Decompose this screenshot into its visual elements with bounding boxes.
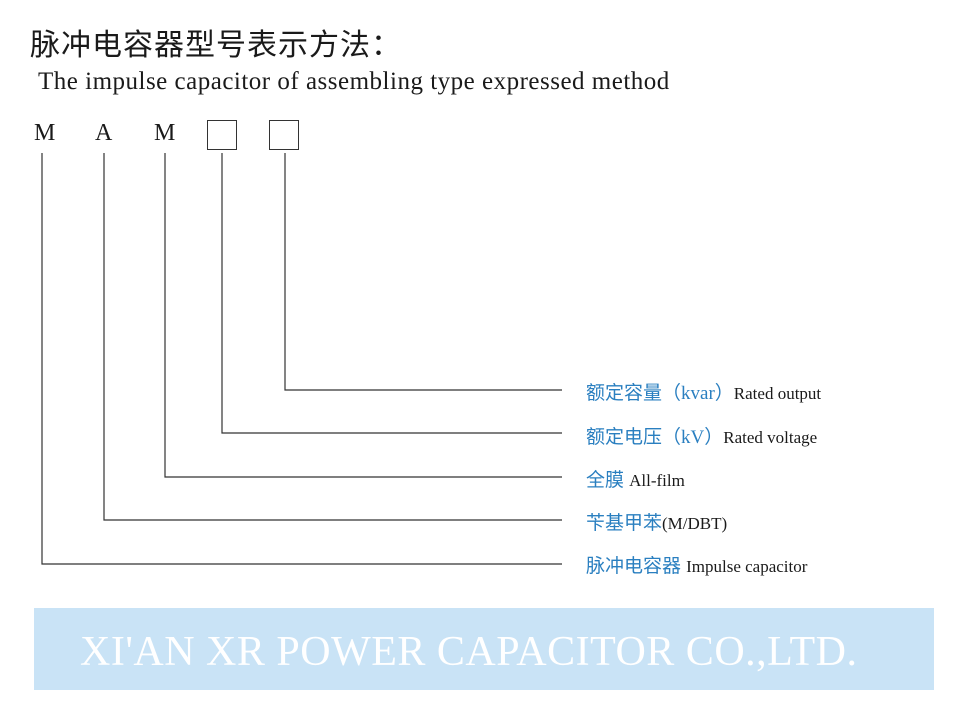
connector-impulse — [41, 153, 562, 565]
label-en: Rated voltage — [723, 428, 818, 447]
label-en: Rated output — [733, 384, 822, 403]
label-cn-close: ） — [704, 426, 724, 448]
code-letter-m-impulse: M — [34, 120, 56, 146]
code-box-voltage — [207, 120, 237, 150]
code-box-output — [269, 120, 299, 150]
label-en: Impulse capacitor — [686, 557, 808, 576]
connector-film — [164, 153, 562, 478]
company-banner — [34, 608, 934, 690]
code-letter-a-benzyl: A — [95, 120, 113, 146]
label-rated-output: 额定容量（kvar）Rated output — [586, 378, 821, 405]
label-cn: 苄基甲苯 — [586, 512, 663, 534]
title-english: The impulse capacitor of assembling type… — [38, 68, 670, 95]
company-name: XI'AN XR POWER CAPACITOR CO.,LTD. — [80, 629, 858, 675]
label-cn: 额定电压（ — [586, 426, 682, 448]
label-cn: 脉冲电容器 — [586, 555, 682, 577]
label-cn: 额定容量（ — [586, 382, 682, 404]
label-cn: 全膜 — [586, 469, 625, 491]
connector-output — [284, 153, 562, 391]
connector-voltage — [221, 153, 562, 434]
label-impulse-capacitor: 脉冲电容器 Impulse capacitor — [586, 551, 807, 578]
label-en: (M/DBT) — [662, 514, 728, 533]
connector-benzyl — [103, 153, 562, 521]
label-unit: kV — [681, 427, 705, 448]
title-chinese: 脉冲电容器型号表示方法： — [30, 28, 402, 63]
label-rated-voltage: 额定电压（kV）Rated voltage — [586, 422, 817, 449]
code-letter-m-film: M — [154, 120, 176, 146]
label-cn-close: ） — [714, 382, 734, 404]
label-en: All-film — [629, 471, 685, 490]
label-unit: kvar — [681, 383, 715, 404]
label-all-film: 全膜 All-film — [586, 465, 685, 492]
label-benzyl-toluene: 苄基甲苯(M/DBT) — [586, 508, 727, 535]
